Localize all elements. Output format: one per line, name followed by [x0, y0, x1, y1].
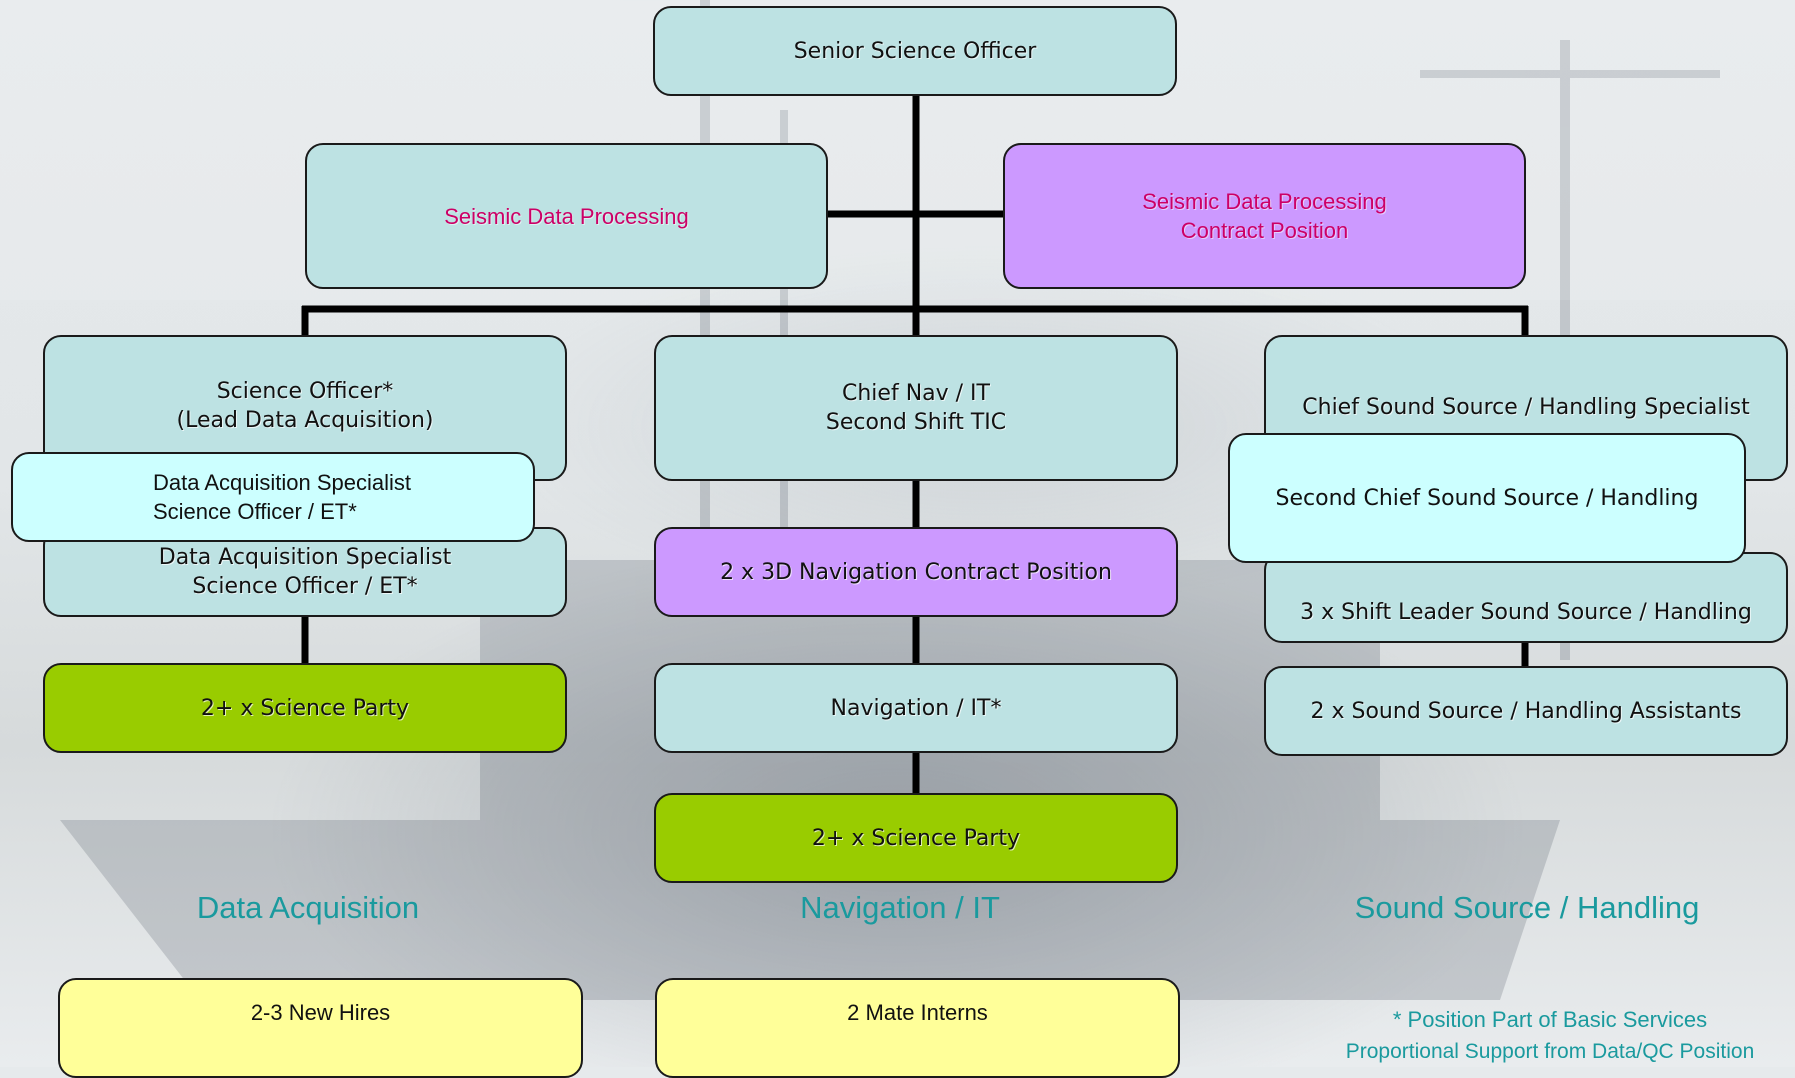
shift-leader-sound-source-label: 3 x Shift Leader Sound Source / Handling	[1300, 600, 1752, 625]
section-title-sound-source: Sound Source / Handling	[1354, 890, 1700, 925]
science-officer-line2: (Lead Data Acquisition)	[176, 408, 434, 433]
seismic-processing-contract-box: Seismic Data Processing Contract Positio…	[1003, 143, 1526, 289]
data-acquisition-science-party-box: 2+ x Science Party	[43, 663, 567, 753]
3d-navigation-contract-label: 2 x 3D Navigation Contract Position	[720, 559, 1112, 585]
chief-sound-source-box: Chief Sound Source / Handling Specialist	[1264, 335, 1788, 481]
3d-navigation-contract-box: 2 x 3D Navigation Contract Position	[654, 527, 1178, 617]
second-chief-sound-source-label: Second Chief Sound Source / Handling	[1275, 485, 1699, 511]
shift-leader-sound-source-box: 3 x Shift Leader Sound Source / Handling	[1264, 552, 1788, 643]
navigation-science-party-box: 2+ x Science Party	[654, 793, 1178, 883]
science-officer-line1: Science Officer*	[216, 379, 394, 404]
chief-nav-it-box: Chief Nav / IT Second Shift TIC	[654, 335, 1178, 481]
sound-source-assistants-box: 2 x Sound Source / Handling Assistants	[1264, 666, 1788, 756]
new-hires-label: 2-3 New Hires	[250, 1000, 391, 1025]
mate-interns-label: 2 Mate Interns	[847, 1000, 988, 1025]
footnote: * Position Part of Basic Services Propor…	[1310, 1004, 1790, 1068]
data-acquisition-specialist-back-line2: Science Officer / ET*	[192, 574, 418, 599]
section-title-data-acquisition: Data Acquisition	[196, 890, 420, 925]
seismic-processing-label: Seismic Data Processing	[444, 203, 689, 229]
mate-interns-box: 2 Mate Interns	[655, 978, 1180, 1078]
chief-nav-it-line2: Second Shift TIC	[825, 410, 1007, 435]
data-acquisition-specialist-back-line1: Data Acquisition Specialist	[158, 545, 452, 570]
data-acquisition-specialist-back-box: Data Acquisition Specialist Science Offi…	[43, 527, 567, 617]
data-acquisition-specialist-front-box: Data Acquisition Specialist Science Offi…	[11, 452, 535, 542]
seismic-processing-contract-line1: Seismic Data Processing	[1142, 189, 1387, 214]
data-acquisition-science-party-label: 2+ x Science Party	[200, 695, 410, 721]
new-hires-box: 2-3 New Hires	[58, 978, 583, 1078]
seismic-processing-box: Seismic Data Processing	[305, 143, 828, 289]
chief-nav-it-line1: Chief Nav / IT	[842, 381, 990, 406]
seismic-processing-contract-line2: Contract Position	[1180, 218, 1349, 243]
senior-science-officer-label: Senior Science Officer	[793, 38, 1037, 64]
footnote-line2: Proportional Support from Data/QC Positi…	[1345, 1040, 1755, 1063]
section-title-navigation-it: Navigation / IT	[800, 890, 1000, 925]
data-acquisition-specialist-front-line1: Data Acquisition Specialist	[153, 470, 412, 495]
chief-sound-source-label: Chief Sound Source / Handling Specialist	[1302, 395, 1750, 420]
senior-science-officer-box: Senior Science Officer	[653, 6, 1177, 96]
second-chief-sound-source-box: Second Chief Sound Source / Handling	[1228, 433, 1746, 563]
data-acquisition-specialist-front-line2: Science Officer / ET*	[153, 499, 357, 524]
navigation-science-party-label: 2+ x Science Party	[811, 825, 1021, 851]
navigation-it-label: Navigation / IT*	[830, 695, 1002, 721]
navigation-it-box: Navigation / IT*	[654, 663, 1178, 753]
sound-source-assistants-label: 2 x Sound Source / Handling Assistants	[1310, 698, 1742, 724]
footnote-line1: * Position Part of Basic Services	[1392, 1007, 1708, 1032]
